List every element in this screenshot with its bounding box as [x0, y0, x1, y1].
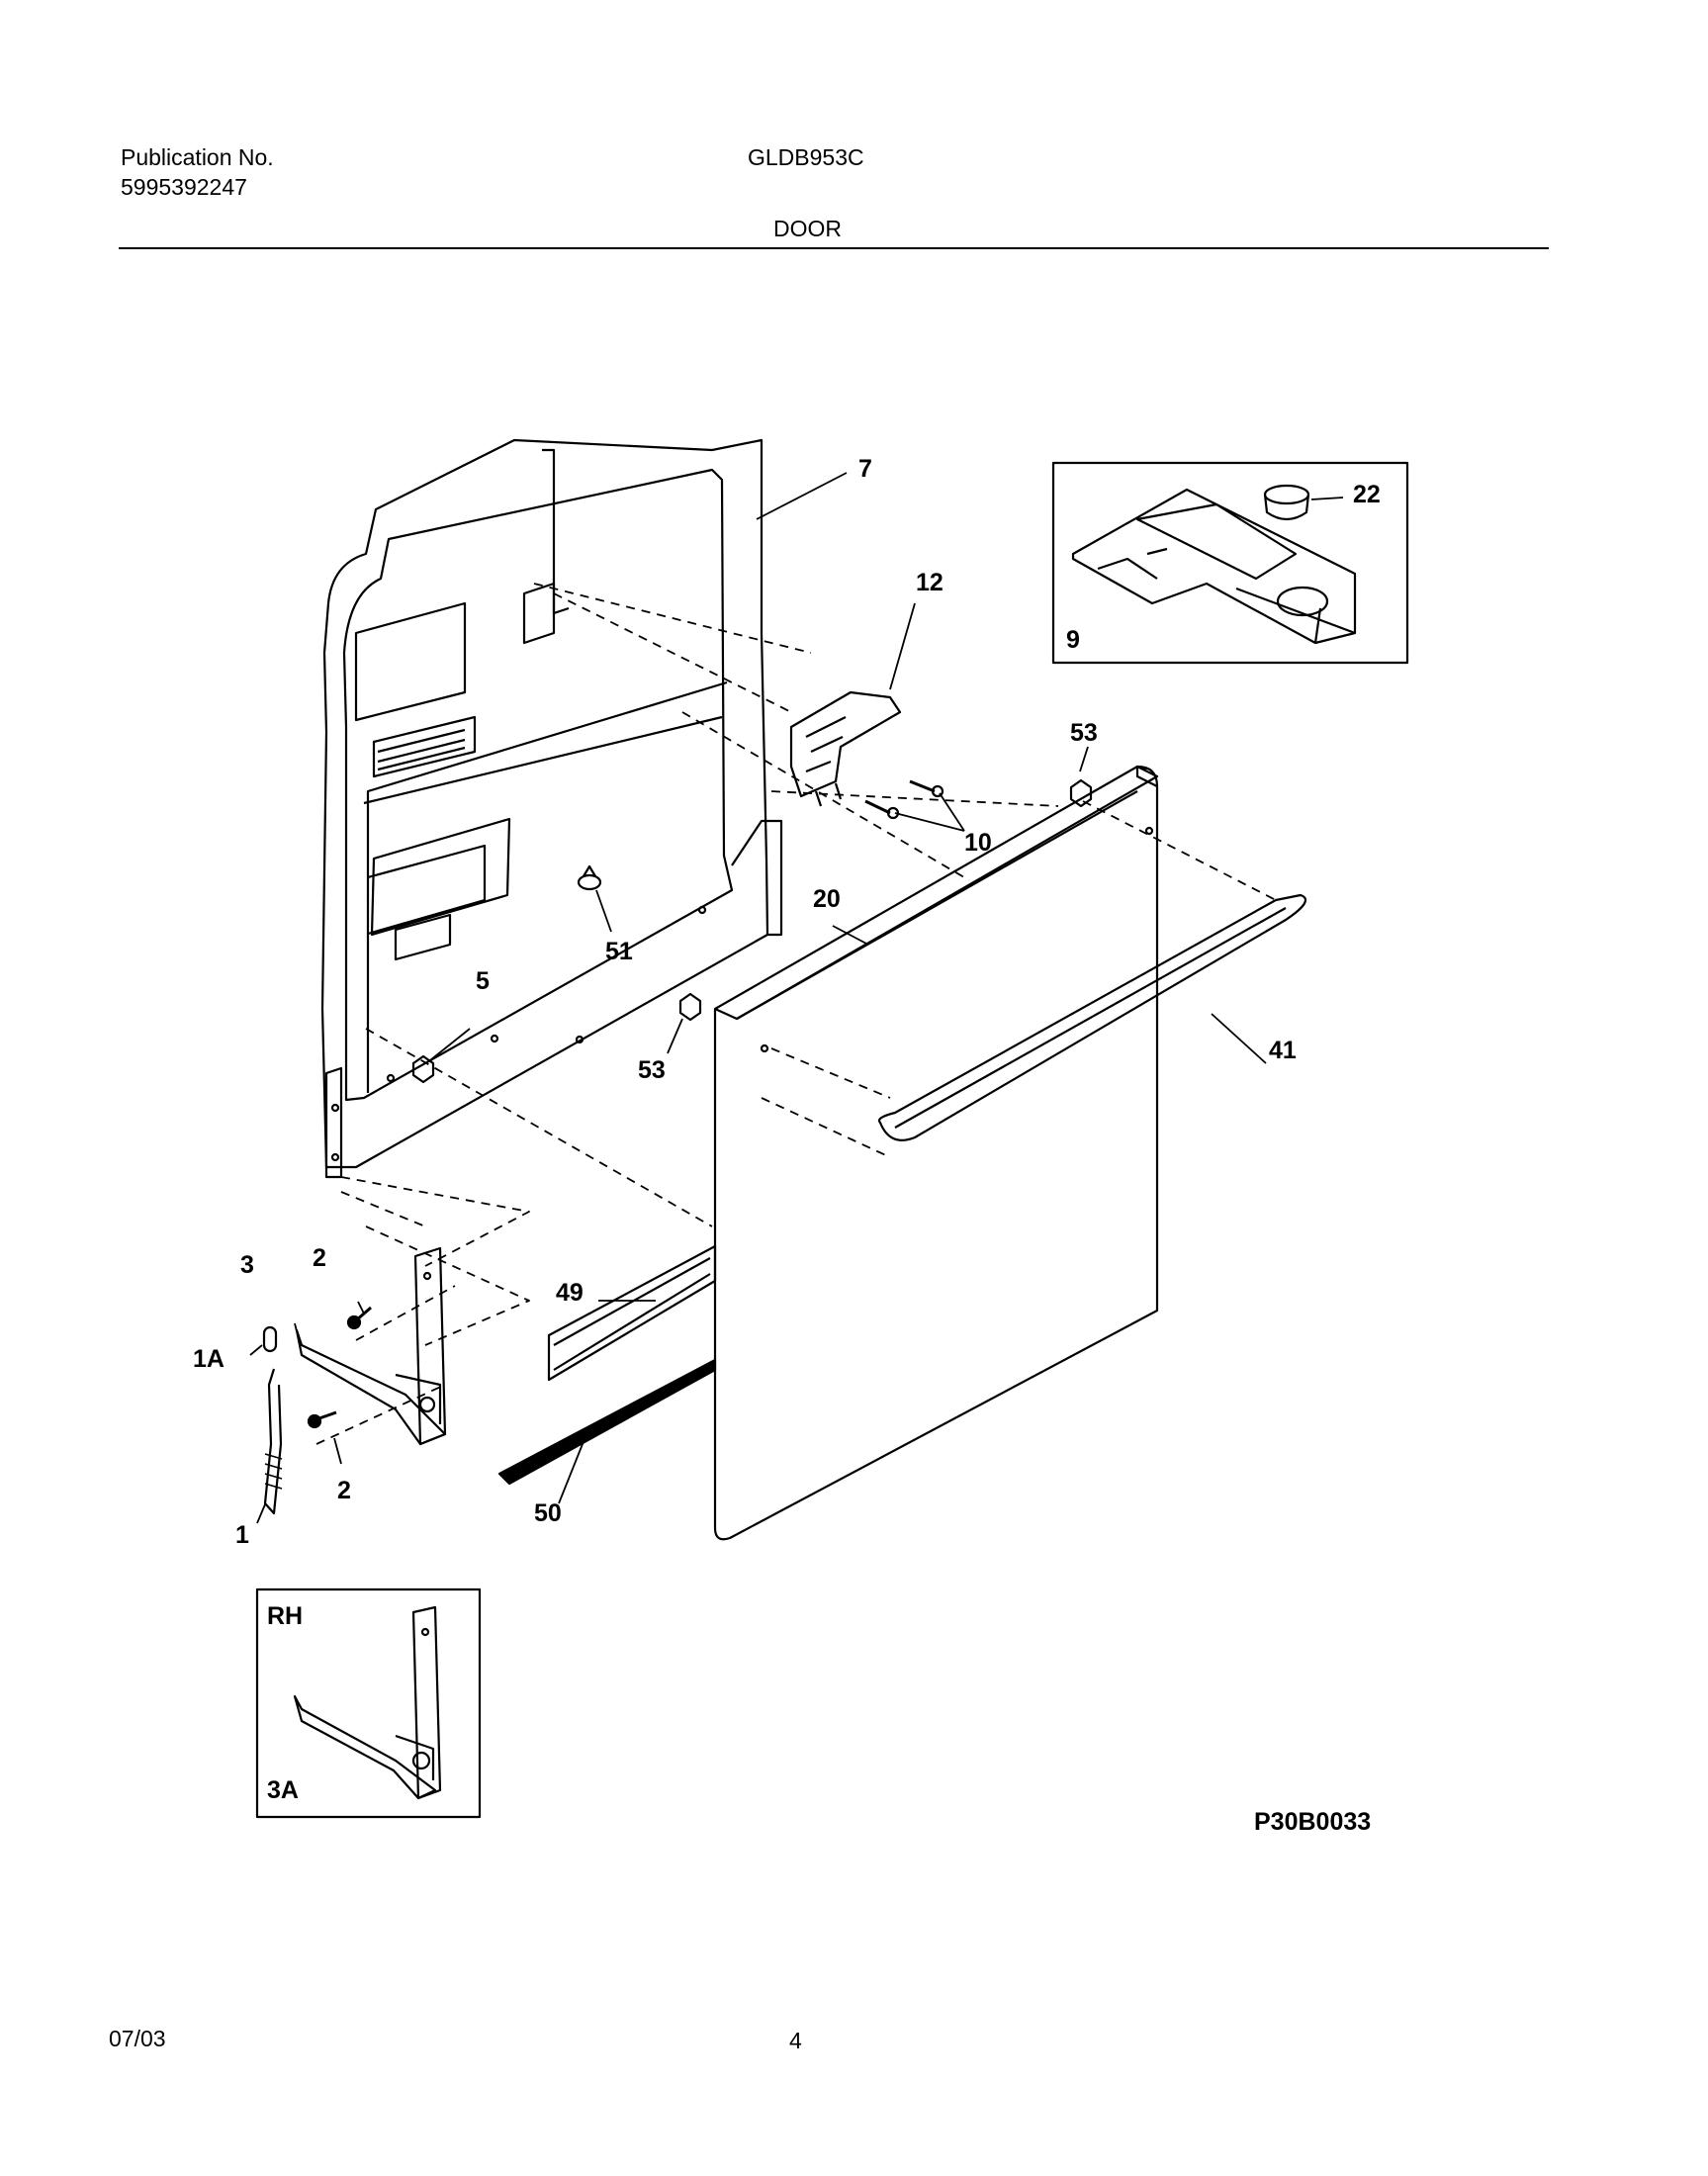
hinge-arm — [295, 1246, 447, 1446]
callout-1: 1 — [235, 1521, 249, 1549]
model-number: GLDB953C — [748, 144, 864, 170]
callout-9: 9 — [1066, 626, 1080, 654]
hex-nuts — [411, 778, 1093, 1084]
callout-50: 50 — [534, 1499, 562, 1527]
inner-door-panel — [320, 438, 783, 1179]
door-handle — [877, 893, 1307, 1141]
hinge-rh-inset — [255, 1587, 482, 1819]
kick-strip — [547, 1244, 717, 1382]
door-gasket — [497, 1358, 717, 1486]
publication-number: 5995392247 — [121, 174, 247, 200]
callout-53-bottom: 53 — [638, 1056, 666, 1084]
callout-12: 12 — [916, 569, 944, 596]
callout-labels: 7 12 53 10 20 51 5 53 41 3 2 49 1A 2 50 … — [193, 455, 1381, 1836]
inset-side-label: RH — [267, 1602, 303, 1630]
outer-door-panel — [713, 765, 1159, 1541]
callout-2-bottom: 2 — [337, 1477, 351, 1504]
callout-1a: 1A — [193, 1345, 225, 1373]
footer-date: 07/03 — [109, 2026, 166, 2051]
callout-20: 20 — [813, 885, 841, 913]
callout-10: 10 — [964, 829, 992, 857]
callout-5: 5 — [476, 967, 490, 995]
callout-2-top: 2 — [313, 1244, 326, 1272]
header-rule — [119, 247, 1549, 249]
callout-22: 22 — [1353, 481, 1381, 508]
callout-49: 49 — [556, 1279, 584, 1307]
assembly-guides — [315, 583, 1277, 1445]
leader-lines — [249, 472, 1267, 1524]
callout-51: 51 — [605, 938, 633, 965]
callout-7: 7 — [858, 455, 872, 483]
callout-41: 41 — [1269, 1037, 1297, 1064]
dispenser-inset — [1051, 461, 1409, 665]
hinge-screws — [307, 1306, 372, 1429]
diagram-code: P30B0033 — [1254, 1808, 1371, 1836]
callout-53-top: 53 — [1070, 719, 1098, 747]
section-title: DOOR — [773, 216, 842, 241]
publication-label: Publication No. — [121, 144, 274, 170]
callout-3: 3 — [240, 1251, 254, 1279]
callout-3a: 3A — [267, 1776, 299, 1804]
door-plug — [577, 864, 602, 891]
page-number: 4 — [789, 2028, 802, 2053]
door-latch — [789, 690, 902, 807]
door-cable-spring — [262, 1325, 283, 1515]
